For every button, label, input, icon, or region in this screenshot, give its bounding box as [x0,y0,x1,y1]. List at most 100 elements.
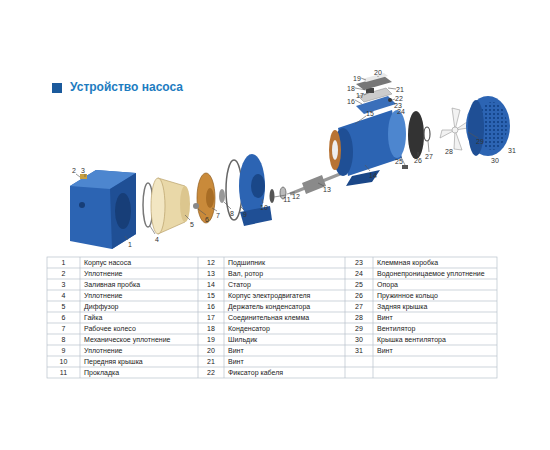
table-part-name: Держатель конденсатора [225,302,344,312]
callout-number: 3 [81,167,85,174]
table-part-name: Клеммная коробка [374,258,496,268]
table-part-name: Винт [374,313,496,323]
table-number: 25 [346,280,372,290]
table-number: 14 [199,280,223,290]
impeller [197,173,215,223]
table-part-name: Пружинное кольцо [374,291,496,301]
table-part-name: Соединительная клемма [225,313,344,323]
callout-number: 19 [353,75,361,82]
table-part-name: Водонепроницаемое уплотнение [374,269,496,279]
table-number: 24 [346,269,372,279]
fan [440,108,470,150]
callout-number: 24 [397,108,405,115]
callout-number: 12 [292,193,300,200]
support [402,165,408,169]
table-number: 9 [48,346,79,356]
callout-number: 10 [260,204,268,211]
terminal-box [356,73,396,114]
spring-ring [424,127,430,141]
table-part-name: Вал, ротор [225,269,344,279]
callout-number: 1 [128,241,132,248]
table-number: 1 [48,258,79,268]
title-bullet [52,83,62,93]
table-number: 7 [48,324,79,334]
fan-cover [466,96,510,156]
callout-number: 18 [347,85,355,92]
table-number: 12 [199,258,223,268]
callout-number: 31 [508,147,516,154]
table-number: 22 [199,368,223,378]
table-part-name: Заливная пробка [81,280,197,290]
table-part-name: Уплотнение [81,291,197,301]
table-number: 30 [346,335,372,345]
nut [193,203,199,209]
callout-number: 5 [190,221,194,228]
title: Устройство насоса [70,81,183,93]
front-cover [239,154,272,226]
table-number: 11 [48,368,79,378]
callout-number: 2 [72,167,76,174]
callout-number: 9 [243,211,247,218]
table-part-name: Шильдик [225,335,344,345]
table-number: 6 [48,313,79,323]
mechanical-seal [219,189,225,203]
table-part-name: Винт [374,346,496,356]
callout-number: 15 [366,110,374,117]
table-number: 21 [199,357,223,367]
table-number: 28 [346,313,372,323]
callout-number: 23 [394,102,402,109]
table-number: 29 [346,324,372,334]
table-number: 16 [199,302,223,312]
table-part-name: Винт [225,357,344,367]
stator [329,130,341,170]
callout-number: 22 [395,95,403,102]
table-number: 31 [346,346,372,356]
table-part-name: Задняя крышка [374,302,496,312]
table-part-name: Передняя крышка [81,357,197,367]
table-part-name: Уплотнение [81,269,197,279]
table-number: 10 [48,357,79,367]
callout-number: 29 [476,138,484,145]
callout-number: 17 [356,92,364,99]
table-number: 18 [199,324,223,334]
callout-number: 28 [445,148,453,155]
table-number: 13 [199,269,223,279]
callout-number: 6 [205,216,209,223]
table-number: 26 [346,291,372,301]
table-grid [47,257,497,378]
table-part-name: Крышка вентилятора [374,335,496,345]
table-part-name: Уплотнение [81,346,197,356]
callout-number: 11 [283,196,290,203]
table-part-name: Опора [374,280,496,290]
table-part-name: Прокладка [81,368,197,378]
callout-number: 27 [425,153,433,160]
table-part-name: Механическое уплотнение [81,335,197,345]
table-number: 23 [346,258,372,268]
table-number: 19 [199,335,223,345]
leader-lines [76,76,478,240]
callout-number: 21 [396,86,404,93]
table-part-name: Конденсатор [225,324,344,334]
table-part-name: Диффузор [81,302,197,312]
table-number: 5 [48,302,79,312]
callout-number: 13 [323,186,331,193]
table-part-name: Корпус насоса [81,258,197,268]
shaft-rotor [290,172,345,194]
table-number: 8 [48,335,79,345]
callout-number: 16 [347,98,355,105]
motor [333,110,406,186]
callout-number: 8 [230,210,234,217]
callout-number: 30 [491,157,499,164]
table-number: 2 [48,269,79,279]
table-number: 20 [199,346,223,356]
table-part-name: Корпус электродвигателя [225,291,344,301]
table-number: 27 [346,302,372,312]
table-number: 17 [199,313,223,323]
rear-cover [408,111,424,159]
table-part-name: Статор [225,280,344,290]
table-part-name: Подшипник [225,258,344,268]
callout-number: 26 [414,157,422,164]
diffuser [151,178,190,234]
table-number: 4 [48,291,79,301]
